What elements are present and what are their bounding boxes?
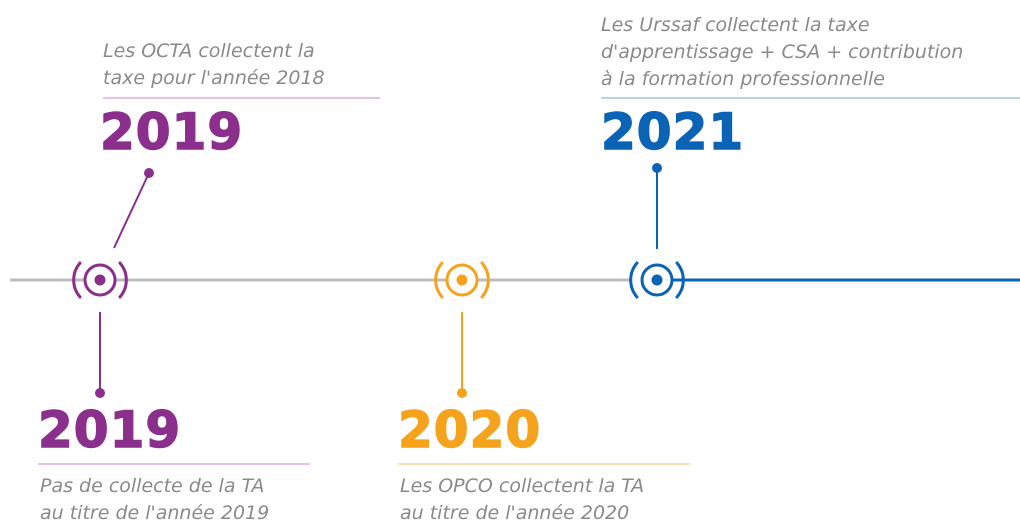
desc-line: au titre de l'année 2019 bbox=[40, 502, 270, 524]
marker-2019 bbox=[72, 261, 128, 299]
desc-line: à la formation professionnelle bbox=[601, 68, 885, 90]
desc-line: Pas de collecte de la TA bbox=[40, 475, 265, 497]
connector-dot bbox=[652, 163, 662, 173]
marker-dot bbox=[456, 274, 468, 286]
desc-line: taxe pour l'année 2018 bbox=[103, 67, 325, 89]
connector-2019-top bbox=[113, 168, 154, 249]
marker-arc bbox=[434, 261, 444, 299]
marker-arc bbox=[675, 261, 685, 299]
connector-2020 bbox=[457, 312, 467, 398]
marker-arc bbox=[118, 261, 128, 299]
desc-line: Les OCTA collectent la bbox=[103, 40, 315, 62]
marker-arc bbox=[72, 261, 82, 299]
milestone-2019-bottom-desc: Pas de collecte de la TA au titre de l'a… bbox=[40, 473, 269, 527]
milestone-2019-top-desc: Les OCTA collectent la taxe pour l'année… bbox=[103, 38, 325, 92]
marker-2021 bbox=[629, 261, 685, 299]
milestone-2020-year: 2020 bbox=[397, 401, 542, 459]
marker-arc bbox=[629, 261, 639, 299]
milestone-2021-year: 2021 bbox=[600, 103, 745, 161]
milestone-2019-bottom-year: 2019 bbox=[37, 401, 182, 459]
milestone-2019-top-year: 2019 bbox=[99, 103, 244, 161]
desc-line: d'apprentissage + CSA + contribution bbox=[601, 41, 964, 63]
connector-dot bbox=[457, 388, 467, 398]
marker-2020 bbox=[434, 261, 490, 299]
connector-dot bbox=[95, 388, 105, 398]
desc-line: au titre de l'année 2020 bbox=[400, 502, 630, 524]
milestone-2020-desc: Les OPCO collectent la TA au titre de l'… bbox=[400, 473, 644, 527]
marker-dot bbox=[94, 274, 106, 286]
marker-arc bbox=[480, 261, 490, 299]
desc-line: Les OPCO collectent la TA bbox=[400, 475, 645, 497]
connector-line bbox=[113, 172, 150, 249]
connector-2021 bbox=[652, 163, 662, 249]
connector-2019-bottom bbox=[95, 312, 105, 398]
desc-line: Les Urssaf collectent la taxe bbox=[601, 14, 870, 36]
connector-dot bbox=[144, 168, 154, 178]
milestone-2021-desc: Les Urssaf collectent la taxe d'apprenti… bbox=[601, 12, 963, 93]
marker-dot bbox=[651, 274, 663, 286]
